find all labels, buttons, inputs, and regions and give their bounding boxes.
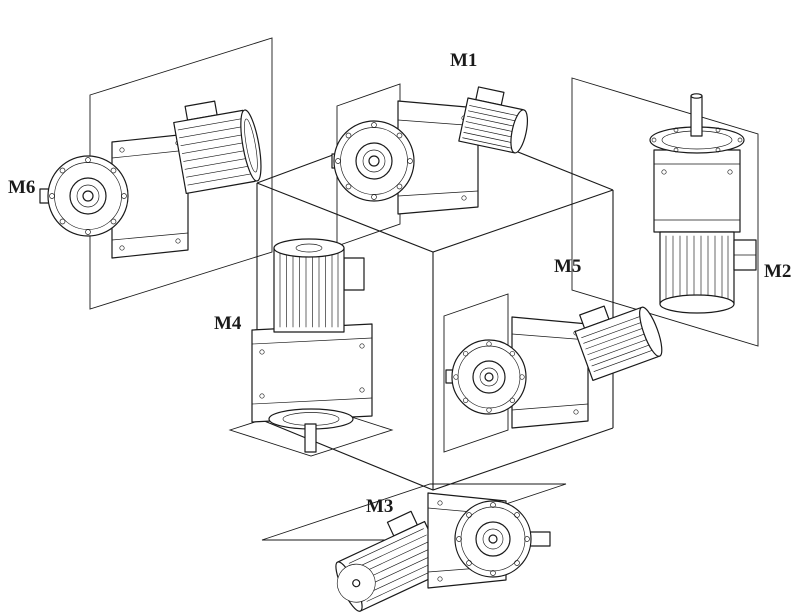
label-m1: M1 xyxy=(450,50,477,71)
mounting-plane-m3 xyxy=(261,483,567,541)
gearmotor-m5-illustration xyxy=(445,305,663,429)
gearmotor-m4-illustration xyxy=(251,238,373,453)
label-m6: M6 xyxy=(8,177,35,198)
gearmotor-m2-illustration xyxy=(649,93,757,314)
mounting-plane-m6 xyxy=(89,37,273,310)
gearmotor-m6-illustration xyxy=(39,100,262,259)
label-m2: M2 xyxy=(764,261,791,282)
gearmotor-m1-illustration xyxy=(331,86,529,215)
gearmotor-m3-illustration xyxy=(335,492,551,612)
label-m3: M3 xyxy=(366,496,393,517)
mounting-plane-m1 xyxy=(336,83,401,247)
mounting-plane-m5 xyxy=(443,293,509,453)
label-m5: M5 xyxy=(554,256,581,277)
label-m4: M4 xyxy=(214,313,242,334)
